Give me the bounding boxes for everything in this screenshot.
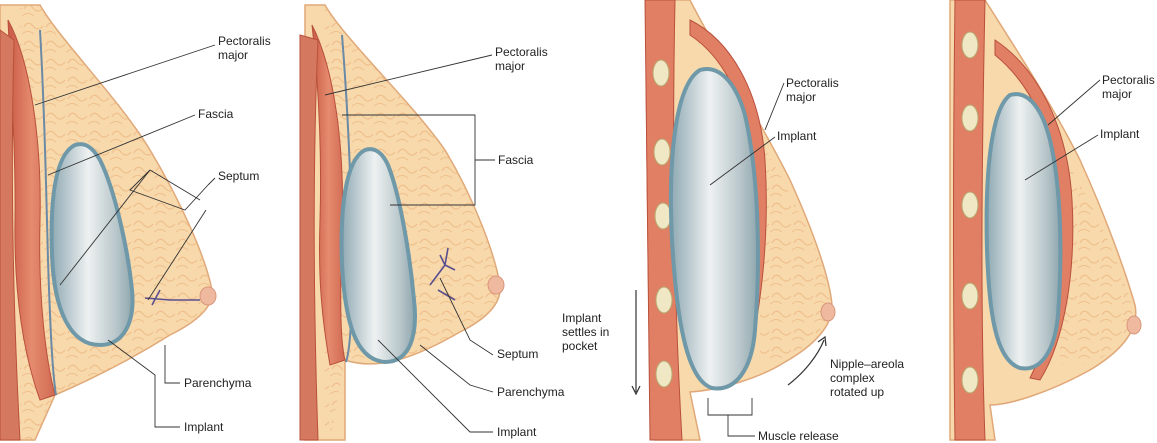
panel-2-label-parenchyma: Parenchyma xyxy=(497,385,565,399)
panel-3-label-nipple-line-2: complex xyxy=(830,371,875,385)
panel-3-label-implant: Implant xyxy=(777,129,817,143)
panel-2-label-pectoralis-line-2: major xyxy=(495,59,525,73)
panel-1-label-parenchyma: Parenchyma xyxy=(184,376,252,390)
panel-1-label-pectoralis-line-2: major xyxy=(218,48,248,62)
panel-1-label-implant: Implant xyxy=(184,420,224,434)
panel-4-nipple xyxy=(1127,316,1141,334)
panel-4-label-implant: Implant xyxy=(1100,127,1140,141)
panel-2-label-implant: Implant xyxy=(497,425,537,439)
panel-3-nipple xyxy=(821,303,835,321)
panel-3-label-settles-line-3: pocket xyxy=(562,339,598,353)
panel-4-implant xyxy=(987,94,1061,368)
panel-2-label-fascia: Fascia xyxy=(498,153,534,167)
panel-2-nipple xyxy=(488,276,504,294)
panel-3-label-nipple-line-3: rotated up xyxy=(830,385,884,399)
panel-3-label-pectoralis-line-2: major xyxy=(786,90,816,104)
panel-3-implant xyxy=(671,69,758,388)
panel-1-label-fascia: Fascia xyxy=(198,107,234,121)
panel-3-fat-texture xyxy=(760,140,830,360)
panel-4-label-pectoralis-line-2: major xyxy=(1102,87,1132,101)
panel-2-label-septum: Septum xyxy=(497,347,538,361)
panel-1-nipple xyxy=(200,287,216,305)
panel-1-label-septum: Septum xyxy=(218,169,259,183)
panel-3-label-settles-line-2: settles in xyxy=(562,325,609,339)
panel-3-label-release: Muscle release xyxy=(758,429,839,443)
